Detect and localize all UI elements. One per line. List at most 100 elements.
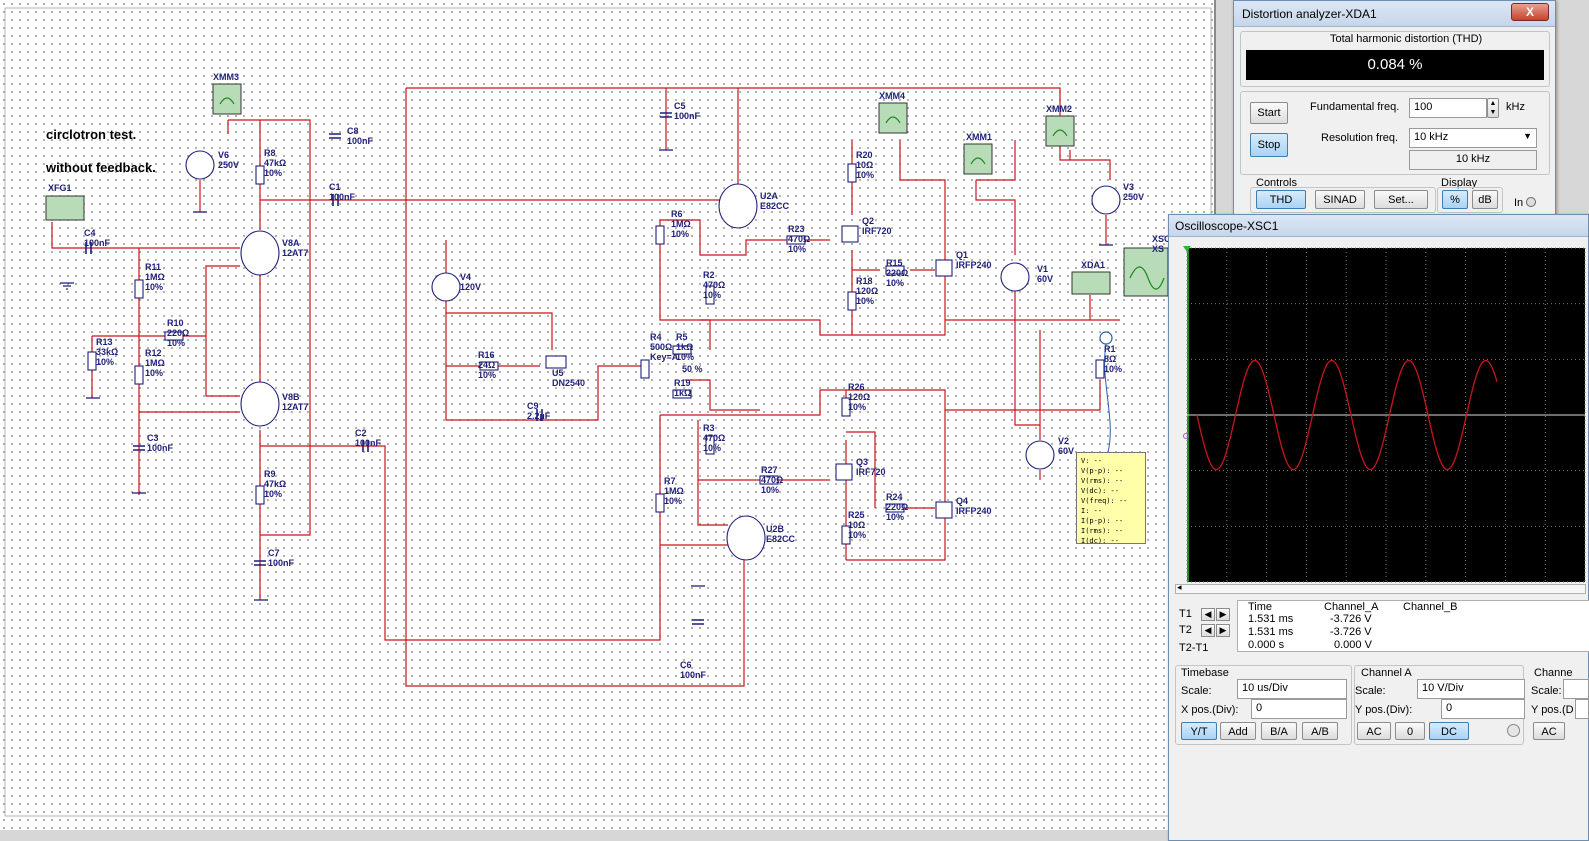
channel-a-zero-button[interactable]: 0 — [1395, 722, 1425, 740]
display-label: Display — [1441, 177, 1478, 189]
scroll-left-icon[interactable]: ◂ — [1177, 582, 1182, 592]
close-button[interactable]: X — [1511, 3, 1549, 21]
fundamental-freq-input[interactable]: 100 — [1409, 98, 1487, 118]
scope-scrollbar[interactable]: ◂ — [1175, 582, 1586, 594]
y-position-input[interactable]: 0 — [1441, 699, 1525, 719]
channel-a-dc-button[interactable]: DC — [1429, 722, 1469, 740]
window-title: Oscilloscope-XSC1 — [1175, 219, 1279, 233]
channel-a-scale-input[interactable]: 10 V/Div — [1417, 679, 1525, 699]
component-label-xmm3[interactable]: XMM3 — [213, 72, 239, 82]
percent-display-button[interactable]: % — [1442, 190, 1468, 209]
channel-b-scale-input[interactable] — [1563, 679, 1589, 699]
frequency-group — [1240, 91, 1550, 175]
distortion-analyzer-window[interactable]: Distortion analyzer-XDA1 X Total harmoni… — [1233, 0, 1556, 220]
timebase-scale-input[interactable]: 10 us/Div — [1237, 679, 1347, 699]
input-terminal-icon — [1526, 197, 1536, 207]
stop-button[interactable]: Stop — [1250, 133, 1288, 157]
add-mode-button[interactable]: Add — [1220, 722, 1256, 740]
scope-screen[interactable] — [1179, 244, 1589, 584]
resolution-freq-display: 10 kHz — [1409, 150, 1537, 170]
channel-b-ac-button[interactable]: AC — [1533, 722, 1565, 740]
ba-mode-button[interactable]: B/A — [1261, 722, 1297, 740]
component-label-xmm4[interactable]: XMM4 — [879, 91, 905, 101]
t1-left-button[interactable]: ◀ — [1201, 608, 1215, 621]
x-position-input[interactable]: 0 — [1251, 699, 1347, 719]
distortion-analyzer-titlebar[interactable]: Distortion analyzer-XDA1 — [1234, 1, 1555, 27]
component-label-xmm1[interactable]: XMM1 — [966, 132, 992, 142]
db-display-button[interactable]: dB — [1472, 190, 1498, 209]
ab-mode-button[interactable]: A/B — [1302, 722, 1338, 740]
t1-right-button[interactable]: ▶ — [1216, 608, 1230, 621]
thd-mode-button[interactable]: THD — [1256, 190, 1306, 209]
component-label-xfg1[interactable]: XFG1 — [48, 183, 72, 193]
t2-left-button[interactable]: ◀ — [1201, 624, 1215, 637]
resolution-freq-select[interactable]: 10 kHz ▼ — [1409, 128, 1537, 148]
start-button[interactable]: Start — [1250, 102, 1288, 124]
settings-button[interactable]: Set... — [1374, 190, 1428, 209]
component-label-xda1[interactable]: XDA1 — [1081, 260, 1105, 270]
component-label-xmm2[interactable]: XMM2 — [1046, 104, 1072, 114]
channel-b-ypos-label: Y pos.(D — [1531, 704, 1574, 716]
channel-a-ac-button[interactable]: AC — [1357, 722, 1391, 740]
oscilloscope-titlebar[interactable]: Oscilloscope-XSC1 — [1169, 215, 1588, 237]
t2-right-button[interactable]: ▶ — [1216, 624, 1230, 637]
oscilloscope-window[interactable]: Oscilloscope-XSC1 ◂ T1 T2 T2-T1 ◀ ▶ ◀ ▶ … — [1168, 214, 1589, 841]
channel-b-title: Channe — [1534, 667, 1573, 679]
fundamental-spinner[interactable]: ▲▼ — [1487, 98, 1499, 118]
yt-mode-button[interactable]: Y/T — [1181, 722, 1217, 740]
fundamental-freq-label: Fundamental freq. — [1310, 101, 1400, 113]
sinad-mode-button[interactable]: SINAD — [1315, 190, 1365, 209]
probe-tooltip: V: --V(p-p): --V(rms): -- V(dc): --V(fre… — [1076, 452, 1146, 545]
channel-b-ypos-input[interactable] — [1575, 699, 1589, 719]
